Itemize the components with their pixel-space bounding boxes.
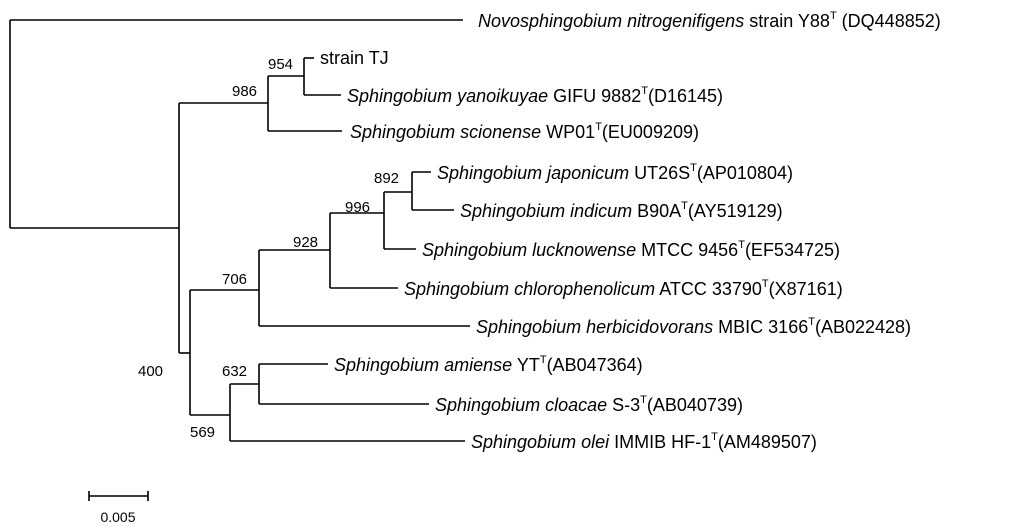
- taxon-label: Sphingobium scionense WP01T(EU009209): [350, 121, 699, 142]
- bootstrap-value: 400: [138, 363, 163, 380]
- bootstrap-values: 954 986 892 996 928 706 400 632 569: [138, 56, 399, 441]
- taxon-label: Sphingobium yanoikuyae GIFU 9882T(D16145…: [347, 85, 723, 106]
- taxon-label: Sphingobium herbicidovorans MBIC 3166T(A…: [476, 316, 911, 337]
- taxon-labels: Novosphingobium nitrogenifigens strain Y…: [320, 10, 941, 452]
- bootstrap-value: 928: [293, 234, 318, 251]
- taxon-label: Novosphingobium nitrogenifigens strain Y…: [478, 10, 941, 31]
- bootstrap-value: 954: [268, 56, 293, 73]
- taxon-label: Sphingobium amiense YTT(AB047364): [334, 354, 643, 375]
- taxon-label: Sphingobium japonicum UT26ST(AP010804): [437, 162, 793, 183]
- bootstrap-value: 706: [222, 271, 247, 288]
- tree-branches: [9, 19, 470, 442]
- taxon-label: Sphingobium cloacae S-3T(AB040739): [435, 394, 743, 415]
- scale-bar-line: [88, 491, 149, 501]
- taxon-label: strain TJ: [320, 48, 389, 68]
- bootstrap-value: 996: [345, 199, 370, 216]
- taxon-label: Sphingobium lucknowense MTCC 9456T(EF534…: [422, 239, 840, 260]
- bootstrap-value: 632: [222, 363, 247, 380]
- bootstrap-value: 892: [374, 170, 399, 187]
- taxon-label: Sphingobium chlorophenolicum ATCC 33790T…: [404, 278, 843, 299]
- taxon-label: Sphingobium indicum B90AT(AY519129): [460, 200, 783, 221]
- scale-bar: 0.005: [88, 491, 149, 525]
- bootstrap-value: 986: [232, 83, 257, 100]
- taxon-label: Sphingobium olei IMMIB HF-1T(AM489507): [471, 431, 817, 452]
- bootstrap-value: 569: [190, 424, 215, 441]
- scale-bar-label: 0.005: [100, 509, 135, 525]
